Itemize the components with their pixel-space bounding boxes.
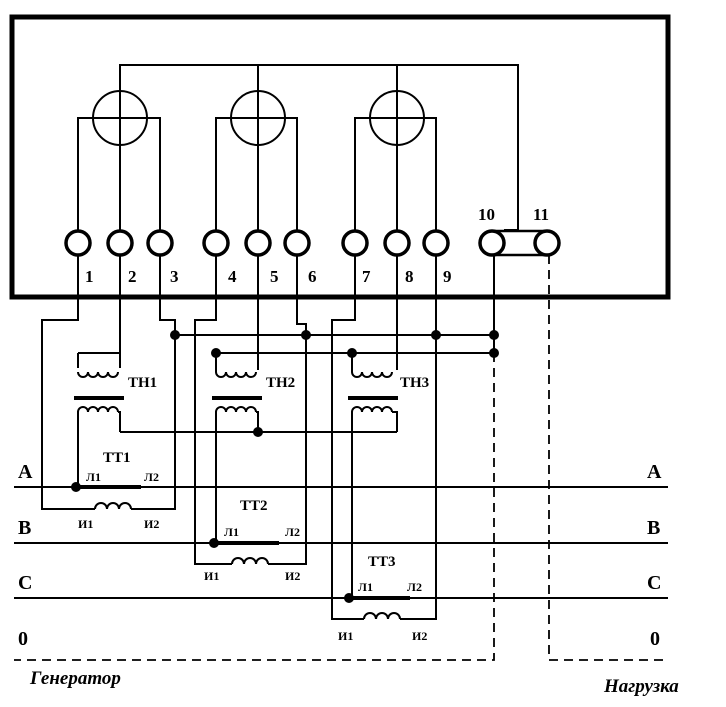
ct2-i2: И2 bbox=[285, 569, 300, 583]
terminal-label-10: 10 bbox=[478, 205, 495, 224]
meter-housing bbox=[9, 14, 671, 300]
voltage-transformer-3 bbox=[348, 353, 398, 598]
current-transformer-3 bbox=[349, 596, 424, 620]
current-transformer-1 bbox=[76, 485, 152, 510]
terminal-label-7: 7 bbox=[362, 267, 371, 286]
ct-label-2: ТТ2 bbox=[240, 498, 268, 514]
terminal-label-2: 2 bbox=[128, 267, 137, 286]
phase-label-right-0: 0 bbox=[650, 628, 660, 650]
ct-label-3: ТТ3 bbox=[368, 554, 396, 570]
ct2-l1: Л1 bbox=[224, 525, 239, 539]
terminal-7 bbox=[341, 229, 369, 257]
terminal-5 bbox=[244, 229, 272, 257]
ct-label-1: ТТ1 bbox=[103, 450, 131, 466]
terminal-9 bbox=[422, 229, 450, 257]
terminal-10 bbox=[478, 229, 506, 257]
neutral-dashed-load bbox=[548, 255, 668, 661]
phase-label-right-c: C bbox=[647, 572, 661, 594]
terminal-label-5: 5 bbox=[270, 267, 279, 286]
ct1-i2: И2 bbox=[144, 517, 159, 531]
terminal-6 bbox=[283, 229, 311, 257]
phase-label-right-a: A bbox=[647, 461, 662, 483]
terminal-11 bbox=[533, 229, 561, 257]
terminal-label-4: 4 bbox=[228, 267, 237, 286]
measuring-element-1 bbox=[77, 90, 161, 231]
junction-dots bbox=[71, 330, 499, 603]
terminal-label-1: 1 bbox=[85, 267, 94, 286]
terminal-label-11: 11 bbox=[533, 205, 549, 224]
ct3-l1: Л1 bbox=[358, 580, 373, 594]
voltage-transformer-2 bbox=[212, 353, 262, 543]
phase-label-right-b: B bbox=[647, 517, 660, 539]
terminal-label-9: 9 bbox=[443, 267, 452, 286]
voltage-transformer-1 bbox=[74, 352, 124, 487]
vt-label-3: ТН3 bbox=[400, 375, 429, 391]
measuring-element-2 bbox=[215, 90, 298, 231]
phase-label-left-a: A bbox=[18, 461, 33, 483]
ct2-l2: Л2 bbox=[285, 525, 300, 539]
ct1-i1: И1 bbox=[78, 517, 93, 531]
terminal-label-8: 8 bbox=[405, 267, 414, 286]
terminal-8 bbox=[383, 229, 411, 257]
ct2-i1: И1 bbox=[204, 569, 219, 583]
terminal-1 bbox=[64, 229, 92, 257]
terminal-2 bbox=[106, 229, 134, 257]
vt-label-1: ТН1 bbox=[128, 375, 157, 391]
meter-internal-bus bbox=[119, 64, 519, 231]
load-label: Нагрузка bbox=[603, 676, 679, 697]
ct1-l1: Л1 bbox=[86, 470, 101, 484]
ct3-l2: Л2 bbox=[407, 580, 422, 594]
terminal-label-3: 3 bbox=[170, 267, 179, 286]
neutral-dashed-generator bbox=[14, 353, 495, 661]
phase-label-left-c: C bbox=[18, 572, 32, 594]
terminal-3 bbox=[146, 229, 174, 257]
ct3-i1: И1 bbox=[338, 629, 353, 643]
vt-label-2: ТН2 bbox=[266, 375, 295, 391]
ct3-i2: И2 bbox=[412, 629, 427, 643]
phase-label-left-0: 0 bbox=[18, 628, 28, 650]
ct1-l2: Л2 bbox=[144, 470, 159, 484]
generator-label: Генератор bbox=[29, 668, 121, 689]
terminal-4 bbox=[202, 229, 230, 257]
measuring-element-3 bbox=[354, 90, 437, 231]
current-transformer-2 bbox=[214, 541, 291, 565]
phase-label-left-b: B bbox=[18, 517, 31, 539]
terminal-label-6: 6 bbox=[308, 267, 317, 286]
